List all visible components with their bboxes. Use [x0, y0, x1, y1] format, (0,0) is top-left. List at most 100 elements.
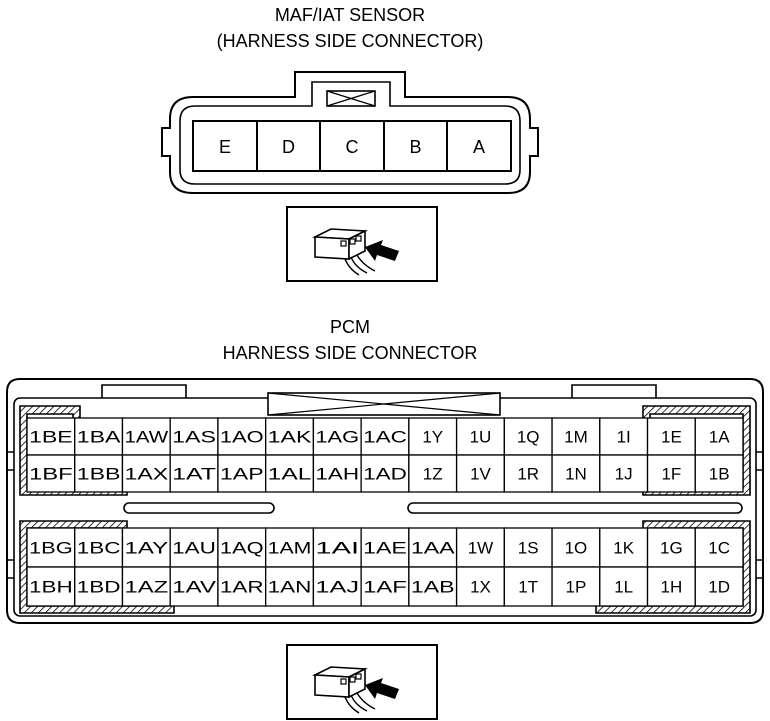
pcm-pin-1t: 1T	[518, 578, 538, 597]
pcm-pin-cell	[646, 566, 696, 607]
pcm-pin-1ae: 1AE	[363, 539, 407, 558]
pcm-pin-1aa: 1AA	[411, 539, 456, 558]
pcm-pin-cell	[694, 566, 744, 607]
pcm-pin-1c: 1C	[708, 539, 730, 558]
pcm-pin-cell	[503, 566, 553, 607]
pcm-pin-1ah: 1AH	[315, 465, 359, 484]
pcm-pin-1o: 1O	[565, 539, 588, 558]
pcm-pin-cell	[360, 417, 410, 456]
maf-connector	[161, 71, 539, 194]
pcm-pin-1bd: 1BD	[77, 578, 121, 597]
pcm-pin-1ay: 1AY	[124, 539, 168, 558]
pcm-pin-1d: 1D	[708, 578, 730, 597]
pcm-pin-cell	[455, 566, 505, 607]
pcm-pin-cell	[646, 527, 696, 568]
pcm-pin-1ap: 1AP	[220, 465, 264, 484]
pcm-pin-1ak: 1AK	[268, 428, 313, 447]
pcm-pin-cell	[694, 454, 744, 493]
maf-title-line1: MAF/IAT SENSOR	[275, 5, 425, 25]
pcm-pin-cell	[217, 527, 267, 568]
pcm-pin-cell	[121, 454, 171, 493]
pcm-connector	[6, 378, 764, 624]
pcm-pin-1q: 1Q	[517, 428, 540, 447]
pcm-pin-1aw: 1AW	[124, 428, 168, 447]
pcm-pin-1au: 1AU	[172, 539, 216, 558]
pcm-pin-cell	[312, 566, 362, 607]
pcm-pin-1bf: 1BF	[29, 465, 73, 484]
maf-title-line2: (HARNESS SIDE CONNECTOR)	[217, 31, 484, 51]
pcm-pin-cell	[599, 454, 649, 493]
pcm-pin-1w: 1W	[468, 539, 494, 558]
pcm-pin-cell	[646, 417, 696, 456]
pcm-pin-cell	[74, 454, 124, 493]
pcm-pin-1l: 1L	[614, 578, 633, 597]
pcm-pin-cell	[26, 527, 76, 568]
pcm-pin-1bc: 1BC	[77, 539, 121, 558]
pcm-pin-1am: 1AM	[268, 539, 312, 558]
pcm-pin-1bb: 1BB	[77, 465, 121, 484]
pcm-pin-1al: 1AL	[268, 465, 312, 484]
pcm-pin-cell	[217, 566, 267, 607]
pcm-pin-1g: 1G	[660, 539, 683, 558]
pcm-pin-cell	[599, 566, 649, 607]
maf-pin-b: B	[409, 137, 421, 157]
pcm-pin-1at: 1AT	[172, 465, 216, 484]
pcm-pin-cell	[408, 417, 458, 456]
pcm-pin-1aj: 1AJ	[315, 578, 359, 597]
pcm-pin-1r: 1R	[517, 465, 539, 484]
pcm-pin-1ar: 1AR	[220, 578, 264, 597]
maf-pin-d: D	[282, 137, 295, 157]
pcm-pin-1h: 1H	[661, 578, 683, 597]
pcm-pin-1z: 1Z	[423, 465, 443, 484]
pcm-pin-1u: 1U	[470, 428, 492, 447]
pcm-pin-1b: 1B	[709, 465, 730, 484]
pcm-pin-cell	[312, 527, 362, 568]
pcm-pin-1av: 1AV	[172, 578, 217, 597]
pcm-pin-cell	[74, 566, 124, 607]
pcm-title-line1: PCM	[330, 317, 370, 337]
pcm-pin-1y: 1Y	[422, 428, 443, 447]
maf-pin-e: E	[219, 137, 231, 157]
pcm-pin-cell	[551, 566, 601, 607]
pcm-title-line2: HARNESS SIDE CONNECTOR	[223, 343, 478, 363]
pcm-pin-1be: 1BE	[29, 428, 73, 447]
pcm-pin-cell	[455, 454, 505, 493]
pcm-pin-1as: 1AS	[172, 428, 216, 447]
pcm-pin-cell	[169, 454, 219, 493]
pcm-pin-cell	[360, 527, 410, 568]
pcm-pin-1ao: 1AO	[220, 428, 264, 447]
pcm-pin-1ag: 1AG	[315, 428, 359, 447]
pcm-pin-cell	[74, 417, 124, 456]
pcm-pin-1e: 1E	[661, 428, 682, 447]
pcm-pin-1a: 1A	[709, 428, 730, 447]
maf-pin-c: C	[346, 137, 359, 157]
pcm-pin-cell	[646, 454, 696, 493]
pcm-pin-1bg: 1BG	[29, 539, 73, 558]
pcm-pin-cell	[26, 417, 76, 456]
pcm-pin-1i: 1I	[617, 428, 631, 447]
pcm-pin-cell	[169, 417, 219, 456]
pcm-pin-cell	[217, 454, 267, 493]
pcm-pin-cell	[169, 566, 219, 607]
pcm-pin-1ad: 1AD	[363, 465, 407, 484]
pcm-pin-1ac: 1AC	[363, 428, 407, 447]
pcm-pin-1f: 1F	[661, 465, 681, 484]
pcm-view-direction-icon	[286, 644, 438, 720]
pcm-pin-1an: 1AN	[268, 578, 312, 597]
pcm-pin-cell	[599, 527, 649, 568]
maf-pin-a: A	[473, 137, 485, 157]
pcm-pin-cell	[551, 454, 601, 493]
pcm-pin-1bh: 1BH	[29, 578, 73, 597]
pcm-pin-1j: 1J	[615, 465, 633, 484]
pcm-pin-1m: 1M	[564, 428, 588, 447]
pcm-pin-1aq: 1AQ	[220, 539, 264, 558]
pcm-pin-cell	[360, 566, 410, 607]
pcm-pin-1ax: 1AX	[124, 465, 168, 484]
pcm-pin-1ba: 1BA	[77, 428, 122, 447]
pcm-pin-1ai: 1AI	[315, 539, 359, 558]
pcm-pin-cell	[551, 417, 601, 456]
pcm-pin-1n: 1N	[565, 465, 587, 484]
